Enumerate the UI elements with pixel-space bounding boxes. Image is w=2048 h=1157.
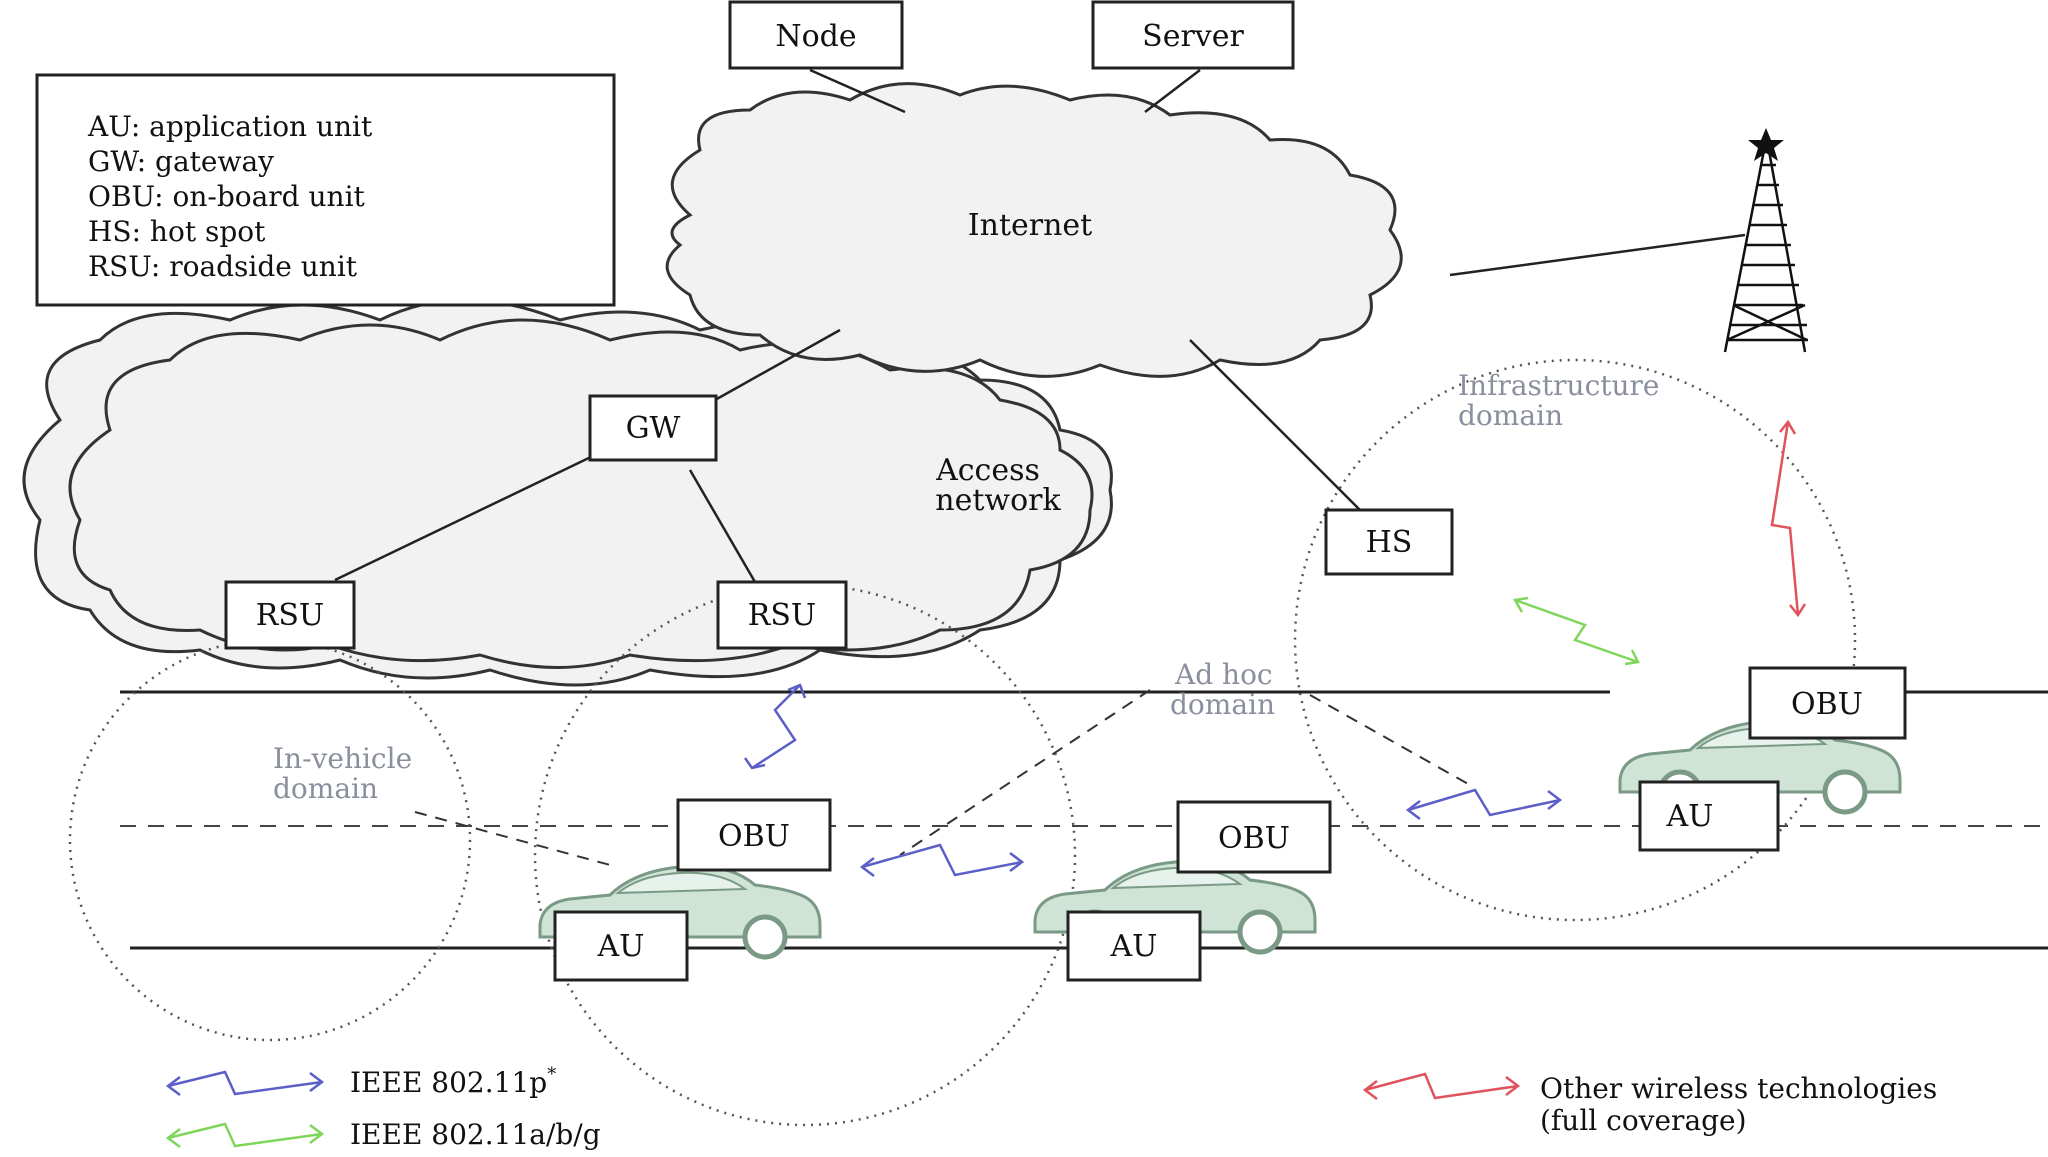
infrastructure-domain-label-line1: Infrastructure (1458, 369, 1660, 402)
legend-item-gw: GW: gateway (88, 145, 274, 178)
internet-cloud (665, 82, 1403, 378)
rsu-box-1: RSU (224, 580, 356, 650)
hs-label: HS (1366, 525, 1413, 560)
gw-label: GW (626, 411, 681, 446)
link-legend: IEEE 802.11p* IEEE 802.11a/b/g Other wir… (165, 1064, 1937, 1151)
au-box-3: AU (1638, 780, 1780, 852)
legend-other-label-line2: (full coverage) (1540, 1104, 1747, 1137)
adhoc-domain-label-line1: Ad hoc (1174, 658, 1273, 691)
infrastructure-domain-label-line2: domain (1458, 399, 1563, 432)
network-links (334, 68, 1746, 583)
invehicle-domain-label-line1: In-vehicle (273, 742, 412, 775)
legend-box: AU: application unit GW: gateway OBU: on… (35, 73, 616, 307)
cell-tower-icon (1723, 128, 1808, 353)
obu-box-3: OBU (1748, 666, 1907, 740)
legend-item-hs: HS: hot spot (88, 215, 266, 248)
hs-box: HS (1324, 508, 1454, 576)
legend-item-au: AU: application unit (87, 110, 373, 143)
au-label-2: AU (1110, 929, 1158, 964)
au-box-2: AU (1066, 910, 1202, 982)
legend-item-obu: OBU: on-board unit (88, 180, 366, 213)
legend-p-label: IEEE 802.11p* (350, 1064, 556, 1099)
internet-label: Internet (968, 208, 1092, 243)
legend-p-text: IEEE 802.11p (350, 1066, 547, 1099)
rsu-label-1: RSU (256, 598, 324, 633)
server-box: Server (1091, 0, 1295, 70)
legend-abg-label: IEEE 802.11a/b/g (350, 1118, 601, 1151)
legend-p-sup: * (547, 1064, 556, 1085)
node-label: Node (775, 19, 856, 54)
access-network-label-line1: Access (935, 453, 1040, 488)
coverage-areas (68, 358, 1857, 1127)
au-label-3: AU (1666, 799, 1714, 834)
access-network-label-line2: network (935, 483, 1061, 518)
domain-pointers (414, 689, 1471, 866)
invehicle-domain-label-line2: domain (273, 772, 378, 805)
obu-label-1: OBU (718, 819, 790, 854)
rsu-box-2: RSU (716, 580, 848, 650)
wireless-link-abg (1512, 596, 1640, 666)
wireless-link-p-1 (743, 683, 807, 770)
au-box-1: AU (553, 910, 689, 982)
legend-other-label-line1: Other wireless technologies (1540, 1072, 1937, 1105)
rsu-label-2: RSU (748, 598, 816, 633)
obu-label-3: OBU (1791, 687, 1863, 722)
wireless-link-p-2 (859, 843, 1025, 877)
obu-box-2: OBU (1176, 800, 1332, 874)
legend-arrow-other-icon (1362, 1072, 1521, 1100)
gw-box: GW (588, 394, 718, 462)
legend-item-rsu: RSU: roadside unit (88, 250, 358, 283)
legend-arrow-p-icon (165, 1070, 325, 1096)
adhoc-domain-label-line2: domain (1170, 688, 1275, 721)
server-label: Server (1142, 19, 1244, 54)
wireless-link-p-3 (1405, 788, 1563, 820)
obu-label-2: OBU (1218, 821, 1290, 856)
legend-arrow-abg-icon (165, 1122, 325, 1148)
node-box: Node (728, 0, 904, 70)
au-label-1: AU (597, 929, 645, 964)
obu-box-1: OBU (676, 798, 832, 872)
wireless-link-other (1770, 419, 1807, 618)
